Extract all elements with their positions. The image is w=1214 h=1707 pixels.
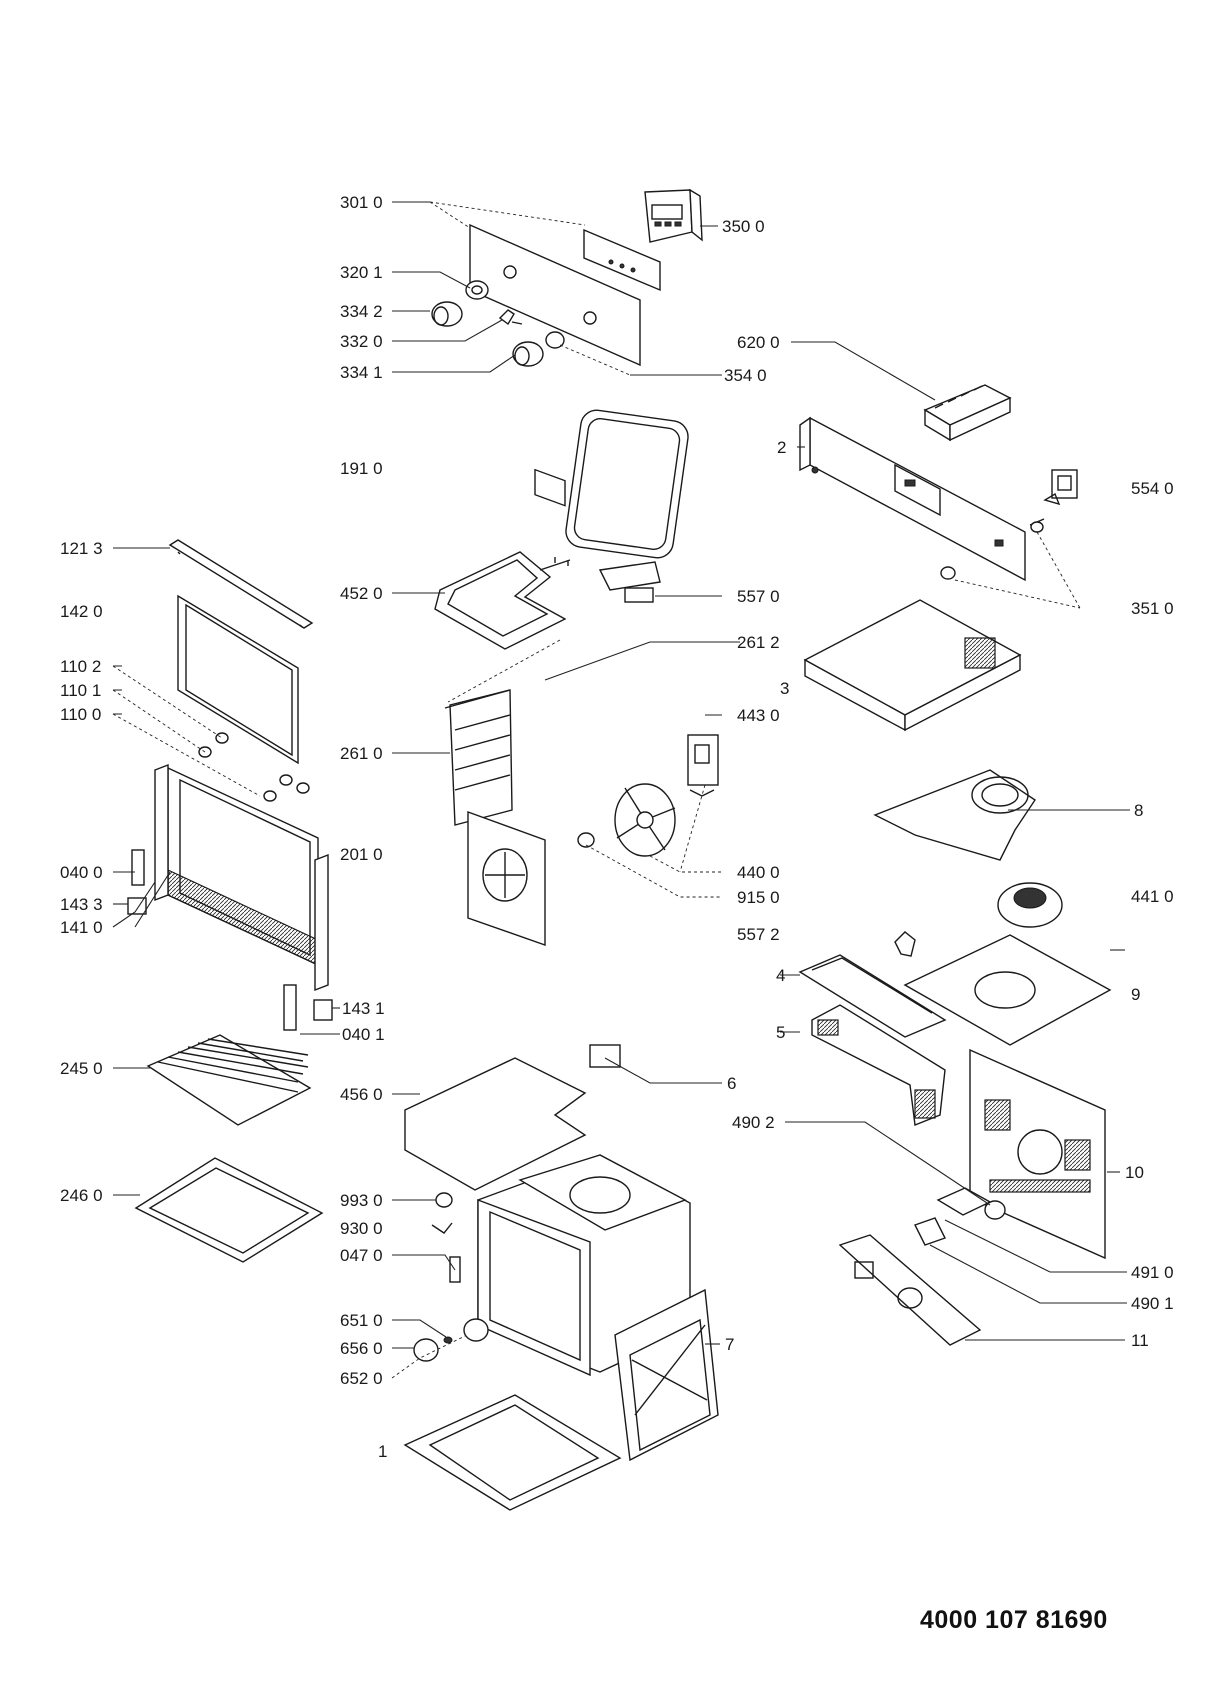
callout-334-1: 334 1 bbox=[340, 363, 383, 382]
part-wire-rack bbox=[146, 1034, 312, 1126]
callout-490-2: 490 2 bbox=[732, 1113, 775, 1132]
callout-261-2: 261 2 bbox=[737, 633, 780, 652]
callout-246-0: 246 0 bbox=[60, 1186, 103, 1205]
part-top-housing bbox=[799, 416, 1026, 582]
callout-350-0: 350 0 bbox=[722, 217, 765, 236]
callout-141-0: 141 0 bbox=[60, 918, 103, 937]
callout-9: 9 bbox=[1131, 985, 1140, 1004]
callout-440-0: 440 0 bbox=[737, 863, 780, 882]
part-outer-glass bbox=[177, 594, 299, 765]
callout-201-0: 201 0 bbox=[340, 845, 383, 864]
part-door-top-trim bbox=[168, 539, 314, 629]
callout-8: 8 bbox=[1134, 801, 1143, 820]
callout-1: 1 bbox=[378, 1442, 387, 1461]
part-lamp-cover bbox=[413, 1318, 489, 1362]
part-fan-housing bbox=[873, 769, 1036, 861]
callout-554-0: 554 0 bbox=[1131, 479, 1174, 498]
callout-490-1: 490 1 bbox=[1131, 1294, 1174, 1313]
part-baffle-plate bbox=[903, 934, 1112, 1046]
part-bottom-panel bbox=[403, 1394, 622, 1511]
callout-143-1: 143 1 bbox=[342, 999, 385, 1018]
part-knobs bbox=[431, 280, 565, 367]
callout-652-0: 652 0 bbox=[340, 1369, 383, 1388]
callout-456-0: 456 0 bbox=[340, 1085, 383, 1104]
part-rear-panel bbox=[838, 1234, 982, 1346]
part-vent-duct bbox=[811, 1004, 946, 1126]
callout-142-0: 142 0 bbox=[60, 602, 103, 621]
callout-930-0: 930 0 bbox=[340, 1219, 383, 1238]
part-cavity-back-wall bbox=[969, 1048, 1106, 1260]
part-cooling-fan bbox=[997, 882, 1063, 928]
part-element-bracket bbox=[598, 561, 661, 603]
callout-351-0: 351 0 bbox=[1131, 599, 1174, 618]
callout-040-1: 040 1 bbox=[342, 1025, 385, 1044]
part-control-panel bbox=[469, 223, 661, 507]
callout-5: 5 bbox=[776, 1023, 785, 1042]
part-thermostat bbox=[1029, 469, 1078, 533]
part-grill-element bbox=[434, 551, 571, 650]
callout-191-0: 191 0 bbox=[340, 459, 383, 478]
document-number: 4000 107 81690 bbox=[920, 1606, 1108, 1634]
part-terminal-block bbox=[923, 384, 1012, 442]
callout-110-0: 110 0 bbox=[60, 705, 101, 724]
callout-11: 11 bbox=[1131, 1331, 1149, 1350]
part-bottom-element bbox=[404, 1044, 621, 1191]
callout-557-0: 557 0 bbox=[737, 587, 780, 606]
part-display-module bbox=[644, 188, 703, 243]
part-small-bracket bbox=[894, 931, 916, 957]
part-side-panel bbox=[614, 1288, 719, 1462]
callout-443-0: 443 0 bbox=[737, 706, 780, 725]
callout-4: 4 bbox=[776, 966, 785, 985]
callout-6: 6 bbox=[727, 1074, 736, 1093]
part-fan-cover-plate bbox=[467, 811, 546, 946]
callout-2: 2 bbox=[777, 438, 786, 457]
callout-452-0: 452 0 bbox=[340, 584, 383, 603]
callout-354-0: 354 0 bbox=[724, 366, 767, 385]
callout-651-0: 651 0 bbox=[340, 1311, 383, 1330]
part-rear-cover bbox=[803, 599, 1022, 732]
callout-040-0: 040 0 bbox=[60, 863, 103, 882]
callout-334-2: 334 2 bbox=[340, 302, 383, 321]
callout-245-0: 245 0 bbox=[60, 1059, 103, 1078]
callout-301-0: 301 0 bbox=[340, 193, 383, 212]
callout-441-0: 441 0 bbox=[1131, 887, 1174, 906]
callout-557-2: 557 2 bbox=[737, 925, 780, 944]
callout-3: 3 bbox=[780, 679, 789, 698]
part-door-seal bbox=[565, 409, 689, 559]
callout-332-0: 332 0 bbox=[340, 332, 383, 351]
callout-047-0: 047 0 bbox=[340, 1246, 383, 1265]
callout-320-1: 320 1 bbox=[340, 263, 383, 282]
callout-7: 7 bbox=[725, 1335, 734, 1354]
part-door-hinges bbox=[127, 849, 333, 1031]
callout-110-1: 110 1 bbox=[60, 681, 101, 700]
callout-121-3: 121 3 bbox=[60, 539, 103, 558]
part-oven-cavity bbox=[477, 1154, 691, 1377]
part-baking-tray bbox=[134, 1157, 324, 1263]
part-terminal-parts bbox=[914, 1187, 1006, 1246]
callout-110-2: 110 2 bbox=[60, 657, 101, 676]
callout-915-0: 915 0 bbox=[737, 888, 780, 907]
callout-143-3: 143 3 bbox=[60, 895, 103, 914]
part-lamp-assembly bbox=[431, 1192, 461, 1283]
callout-labels: 301 0 350 0 320 1 334 2 332 0 334 1 354 … bbox=[60, 193, 1174, 1461]
callout-620-0: 620 0 bbox=[737, 333, 780, 352]
part-fan-blade bbox=[577, 783, 676, 857]
callout-261-0: 261 0 bbox=[340, 744, 383, 763]
callout-491-0: 491 0 bbox=[1131, 1263, 1174, 1282]
leader-lines bbox=[112, 201, 1130, 1379]
callout-993-0: 993 0 bbox=[340, 1191, 383, 1210]
part-door-lock-bar bbox=[798, 954, 947, 1038]
callout-10: 10 bbox=[1125, 1163, 1144, 1182]
part-safety-switch bbox=[940, 566, 956, 580]
part-fan-motor bbox=[687, 734, 719, 797]
part-inner-door-glass bbox=[154, 763, 329, 992]
callout-656-0: 656 0 bbox=[340, 1339, 383, 1358]
part-side-racks bbox=[444, 689, 513, 826]
